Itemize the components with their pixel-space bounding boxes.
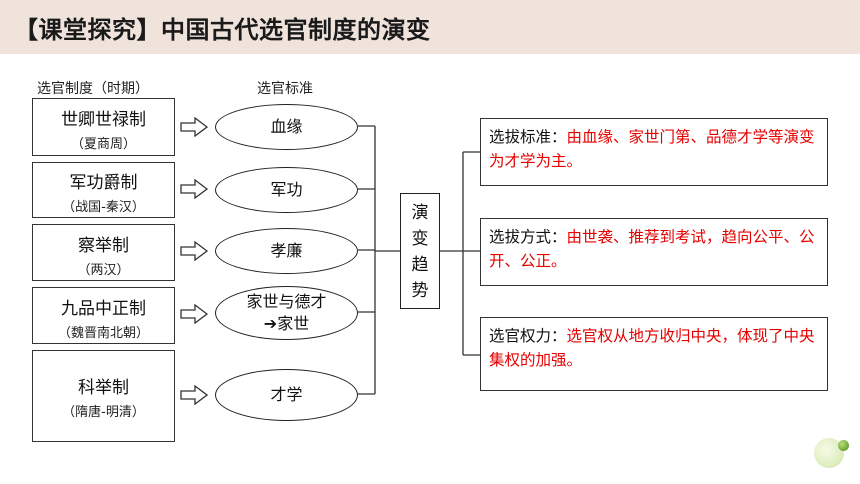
- trend-box-method: 选拔方式：由世袭、推荐到考试，趋向公平、公开、公正。: [480, 218, 828, 286]
- standard-ellipse-family: 家世与德才 ➔家世: [215, 286, 358, 340]
- systems-header: 选官制度（时期）: [37, 81, 149, 97]
- system-period: （战国-秦汉）: [62, 200, 145, 215]
- trend-text: 选官权从地方收归中央，体现了中央集权的加强。: [489, 327, 815, 370]
- system-box-shiqing: 世卿世禄制 （夏商周）: [32, 98, 175, 156]
- trend-text: 由血缘、家世门第、品德才学等演变为才学为主。: [489, 128, 815, 171]
- trend-char: 趋: [411, 255, 429, 275]
- system-name: 察举制: [78, 236, 129, 256]
- trend-char: 变: [411, 229, 429, 249]
- system-name: 科举制: [78, 378, 129, 398]
- arrow-right-icon: [180, 304, 208, 324]
- arrow-right-icon: [180, 179, 208, 199]
- system-name: 九品中正制: [61, 299, 146, 319]
- system-box-keju: 科举制 （隋唐-明清）: [32, 350, 175, 442]
- evolution-trend-box: 演 变 趋 势: [400, 193, 440, 309]
- trend-char: 势: [411, 281, 429, 301]
- arrow-right-icon: [180, 117, 208, 137]
- page-title: 【课堂探究】中国古代选官制度的演变: [14, 16, 431, 44]
- system-period: （两汉）: [77, 263, 130, 278]
- title-bar: 【课堂探究】中国古代选官制度的演变: [0, 0, 860, 54]
- standards-header: 选官标准: [257, 81, 313, 97]
- trend-char: 演: [411, 203, 429, 223]
- trend-box-criteria: 选拔标准：由血缘、家世门第、品德才学等演变为才学为主。: [480, 118, 828, 186]
- system-name: 军功爵制: [69, 173, 138, 193]
- standard-ellipse-merit: 军功: [215, 167, 358, 213]
- trend-text: 由世袭、推荐到考试，趋向公平、公开、公正。: [489, 228, 815, 271]
- trend-label: 选官权力：: [489, 327, 567, 345]
- system-box-chaju: 察举制 （两汉）: [32, 224, 175, 281]
- system-period: （魏晋南北朝）: [57, 326, 149, 341]
- standard-ellipse-xiaolian: 孝廉: [215, 228, 358, 274]
- system-box-jungong: 军功爵制 （战国-秦汉）: [32, 162, 175, 218]
- arrow-right-icon: [180, 241, 208, 261]
- system-box-jiupin: 九品中正制 （魏晋南北朝）: [32, 287, 175, 344]
- standard-ellipse-bloodline: 血缘: [215, 104, 358, 150]
- trend-label: 选拔标准：: [489, 128, 567, 146]
- system-name: 世卿世禄制: [61, 110, 146, 130]
- standard-ellipse-talent: 才学: [215, 369, 358, 421]
- arrow-right-icon: [180, 385, 208, 405]
- decorative-dot: [838, 440, 849, 451]
- trend-label: 选拔方式：: [489, 228, 567, 246]
- system-period: （夏商周）: [70, 137, 136, 152]
- trend-box-power: 选官权力：选官权从地方收归中央，体现了中央集权的加强。: [480, 317, 828, 391]
- system-period: （隋唐-明清）: [62, 405, 145, 420]
